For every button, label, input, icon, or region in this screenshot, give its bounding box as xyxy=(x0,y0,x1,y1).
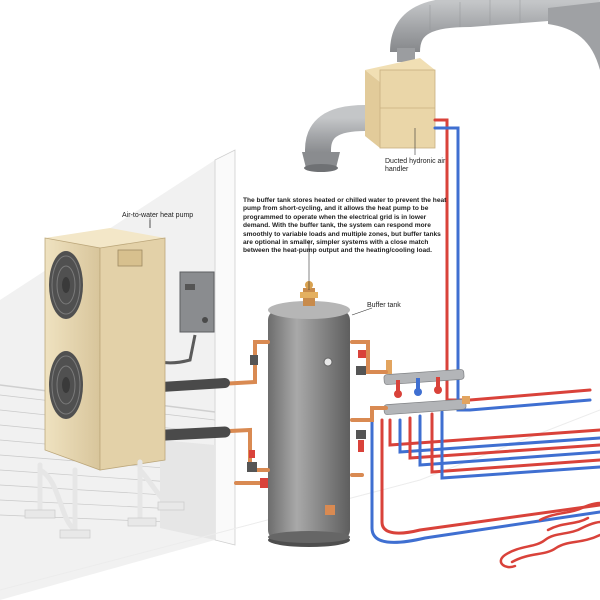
buffer-tank-description: The buffer tank stores heated or chilled… xyxy=(243,197,447,255)
stand-feet xyxy=(24,501,185,539)
radiant-loop-return xyxy=(370,418,600,544)
radiant-serpentine xyxy=(499,520,600,569)
heat-pump-label: Air-to-water heat pump xyxy=(122,212,194,219)
buffer-tank-label: Buffer tank xyxy=(367,302,401,309)
tank-to-manifold-piping xyxy=(350,340,388,477)
floor-loops xyxy=(370,410,600,569)
fan-grille-upper xyxy=(49,251,83,319)
buffer-tank xyxy=(268,240,350,547)
air-handler-return-pipe xyxy=(433,126,592,412)
loop-supply-1 xyxy=(388,418,600,447)
air-handler-label: Ducted hydronic air handler xyxy=(385,158,446,173)
heat-pump-unit xyxy=(44,220,166,471)
manifold-valves xyxy=(356,350,366,452)
loop-return-2 xyxy=(418,414,600,467)
loop-return-3 xyxy=(440,410,600,480)
supply-duct xyxy=(390,0,600,70)
radiant-loop-supply xyxy=(380,418,600,535)
tank-inlet-valves xyxy=(247,355,268,488)
loop-supply-2 xyxy=(408,416,600,460)
fan-grille-lower xyxy=(49,351,83,419)
heat-pump-stand xyxy=(37,457,173,538)
air-handler-piping xyxy=(433,118,592,412)
air-handler-supply-pipe xyxy=(433,118,592,402)
manifold xyxy=(383,360,470,415)
loop-supply-3 xyxy=(430,412,600,474)
radiant-serpentine-2 xyxy=(538,501,600,532)
air-handler xyxy=(365,58,436,155)
return-duct xyxy=(302,105,366,172)
loop-return-1 xyxy=(398,418,600,454)
electrical-disconnect xyxy=(179,271,215,333)
